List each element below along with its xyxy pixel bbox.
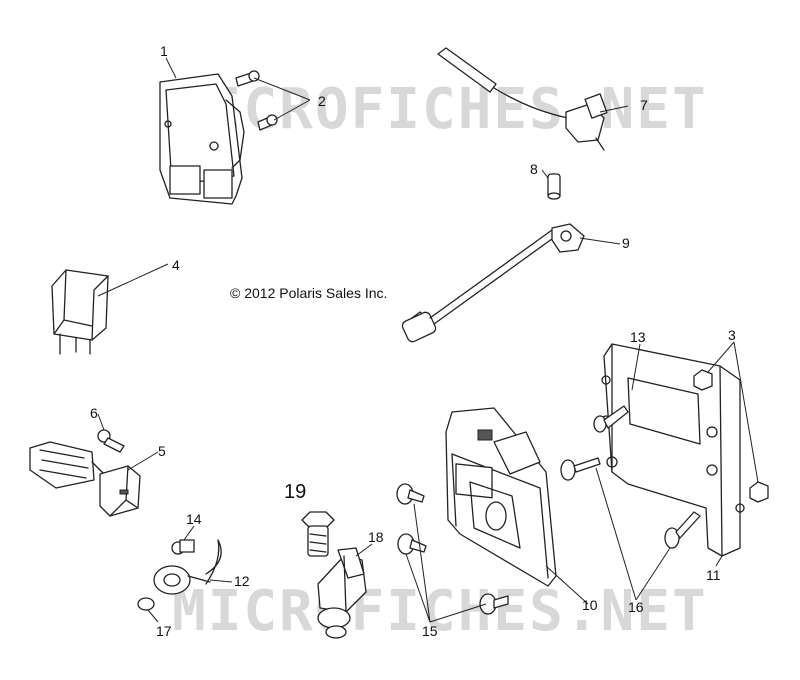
part-2-screws[interactable] <box>235 70 278 131</box>
part-3-nuts[interactable] <box>693 369 769 503</box>
part-8-pin[interactable] <box>547 173 561 200</box>
callout-17: 17 <box>156 623 172 639</box>
part-16-screws[interactable] <box>560 457 701 549</box>
callout-14: 14 <box>186 511 202 527</box>
callout-13: 13 <box>630 329 646 345</box>
callout-15: 15 <box>422 623 438 639</box>
copyright-notice: © 2012 Polaris Sales Inc. <box>230 285 387 301</box>
callout-9: 9 <box>622 235 630 251</box>
callout-4: 4 <box>172 257 180 273</box>
part-15-push-pins[interactable] <box>396 483 509 615</box>
part-4-relay[interactable] <box>51 269 109 355</box>
part-6-push-pin[interactable] <box>97 429 125 453</box>
part-7-sensor-lead[interactable] <box>437 47 608 151</box>
callout-8: 8 <box>530 161 538 177</box>
watermark-top: MICROFICHES.NET <box>172 77 708 142</box>
callout-1: 1 <box>160 43 168 59</box>
part-17-o-ring[interactable] <box>137 597 155 611</box>
callout-3: 3 <box>728 327 736 343</box>
part-5-connector[interactable] <box>29 441 141 517</box>
part-12-sensor[interactable] <box>153 539 222 595</box>
callout-10: 10 <box>582 597 598 613</box>
callout-12: 12 <box>234 573 250 589</box>
part-10-ecu[interactable] <box>445 407 557 587</box>
callout-6: 6 <box>90 405 98 421</box>
leader-lines <box>97 57 759 623</box>
part-1-control-module[interactable] <box>159 73 245 205</box>
callout-19: 19 <box>284 481 306 503</box>
callout-5: 5 <box>158 443 166 459</box>
callout-labels: 1 2 3 4 5 6 7 8 9 10 11 12 13 14 15 16 1… <box>90 43 736 639</box>
part-11-bracket[interactable] <box>601 343 745 557</box>
callout-16: 16 <box>628 599 644 615</box>
part-19-bolt[interactable] <box>301 511 335 557</box>
callout-11: 11 <box>706 567 721 583</box>
callout-18: 18 <box>368 529 384 545</box>
part-9-sensor-cable[interactable] <box>401 223 585 343</box>
callout-2: 2 <box>318 93 326 109</box>
watermark-bottom: MICROFICHES.NET <box>172 579 708 644</box>
part-14-bolt[interactable] <box>171 539 195 555</box>
part-13-screw[interactable] <box>593 405 629 433</box>
callout-7: 7 <box>640 97 648 113</box>
